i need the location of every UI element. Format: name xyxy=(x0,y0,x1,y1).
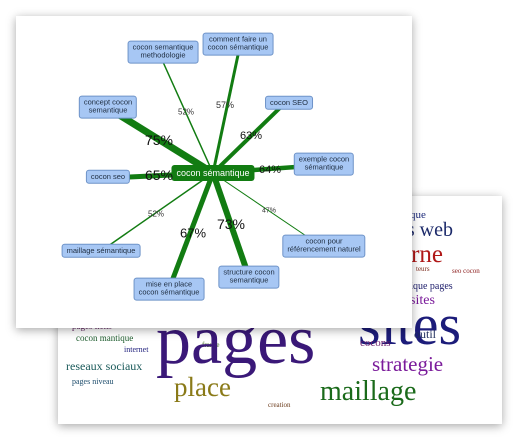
cloud-word: place xyxy=(174,372,231,402)
cloud-word: maillage xyxy=(320,376,417,407)
node-cocon-seo-upper[interactable]: cocon SEO xyxy=(265,95,313,111)
cloud-word: antique pages xyxy=(398,281,453,292)
pct-label: 65% xyxy=(144,167,174,183)
cloud-word: strategie xyxy=(372,352,444,376)
cloud-word: france xyxy=(202,341,220,349)
pct-label: 63% xyxy=(239,130,263,142)
edge-structure xyxy=(210,172,252,278)
cloud-word: reseaux sociaux xyxy=(66,359,143,373)
cloud-word: pages niveau xyxy=(72,377,114,386)
pct-label: 52% xyxy=(177,107,195,117)
cloud-word: sites xyxy=(410,293,435,308)
pct-label: 47% xyxy=(261,207,277,215)
cloud-word: internet xyxy=(124,345,149,354)
edge-mise-en-place xyxy=(166,172,216,290)
mindmap-edges xyxy=(100,54,325,290)
node-structure-cocon[interactable]: structure cocon semantique xyxy=(218,265,280,289)
pct-label: 73% xyxy=(216,216,246,232)
pct-label: 67% xyxy=(179,225,207,241)
node-mise-en-place[interactable]: mise en place cocon sémantique xyxy=(133,277,205,301)
pct-label: 64% xyxy=(258,164,282,176)
center-node[interactable]: cocon sémantique xyxy=(171,165,255,181)
pct-label: 52% xyxy=(147,209,165,219)
cloud-word: outil xyxy=(414,327,437,341)
edge-concept xyxy=(106,105,215,176)
pct-label: 75% xyxy=(144,132,174,148)
cloud-word: cocons xyxy=(360,337,391,349)
node-cocon-semantique-methodologie[interactable]: cocon semantique methodologie xyxy=(127,40,199,64)
pct-label: 57% xyxy=(215,100,235,110)
cloud-word: teurs xyxy=(416,265,430,273)
node-exemple-cocon[interactable]: exemple cocon sémantique xyxy=(293,152,355,176)
edge-comment-faire xyxy=(211,54,240,174)
node-maillage-semantique[interactable]: maillage sémantique xyxy=(61,243,141,259)
cloud-word: creation xyxy=(268,401,291,409)
cloud-word: seo cocon xyxy=(452,267,480,275)
node-concept-cocon[interactable]: concept cocon semantique xyxy=(78,95,138,119)
edge-cocon-seo-upper xyxy=(211,100,288,175)
edge-referencement xyxy=(212,172,322,247)
mindmap-card: cocon sémantique comment faire un cocon … xyxy=(16,16,412,328)
cloud-word: que xyxy=(410,209,426,221)
node-cocon-referencement[interactable]: cocon pour référencement naturel xyxy=(282,234,366,258)
node-cocon-seo-lower[interactable]: cocon seo xyxy=(85,169,131,185)
edge-methodologie xyxy=(162,61,214,174)
cloud-word: cocon mantique xyxy=(76,333,134,343)
edge-maillage xyxy=(100,172,214,252)
node-comment-faire-cocon[interactable]: comment faire un cocon sémantique xyxy=(202,32,274,56)
